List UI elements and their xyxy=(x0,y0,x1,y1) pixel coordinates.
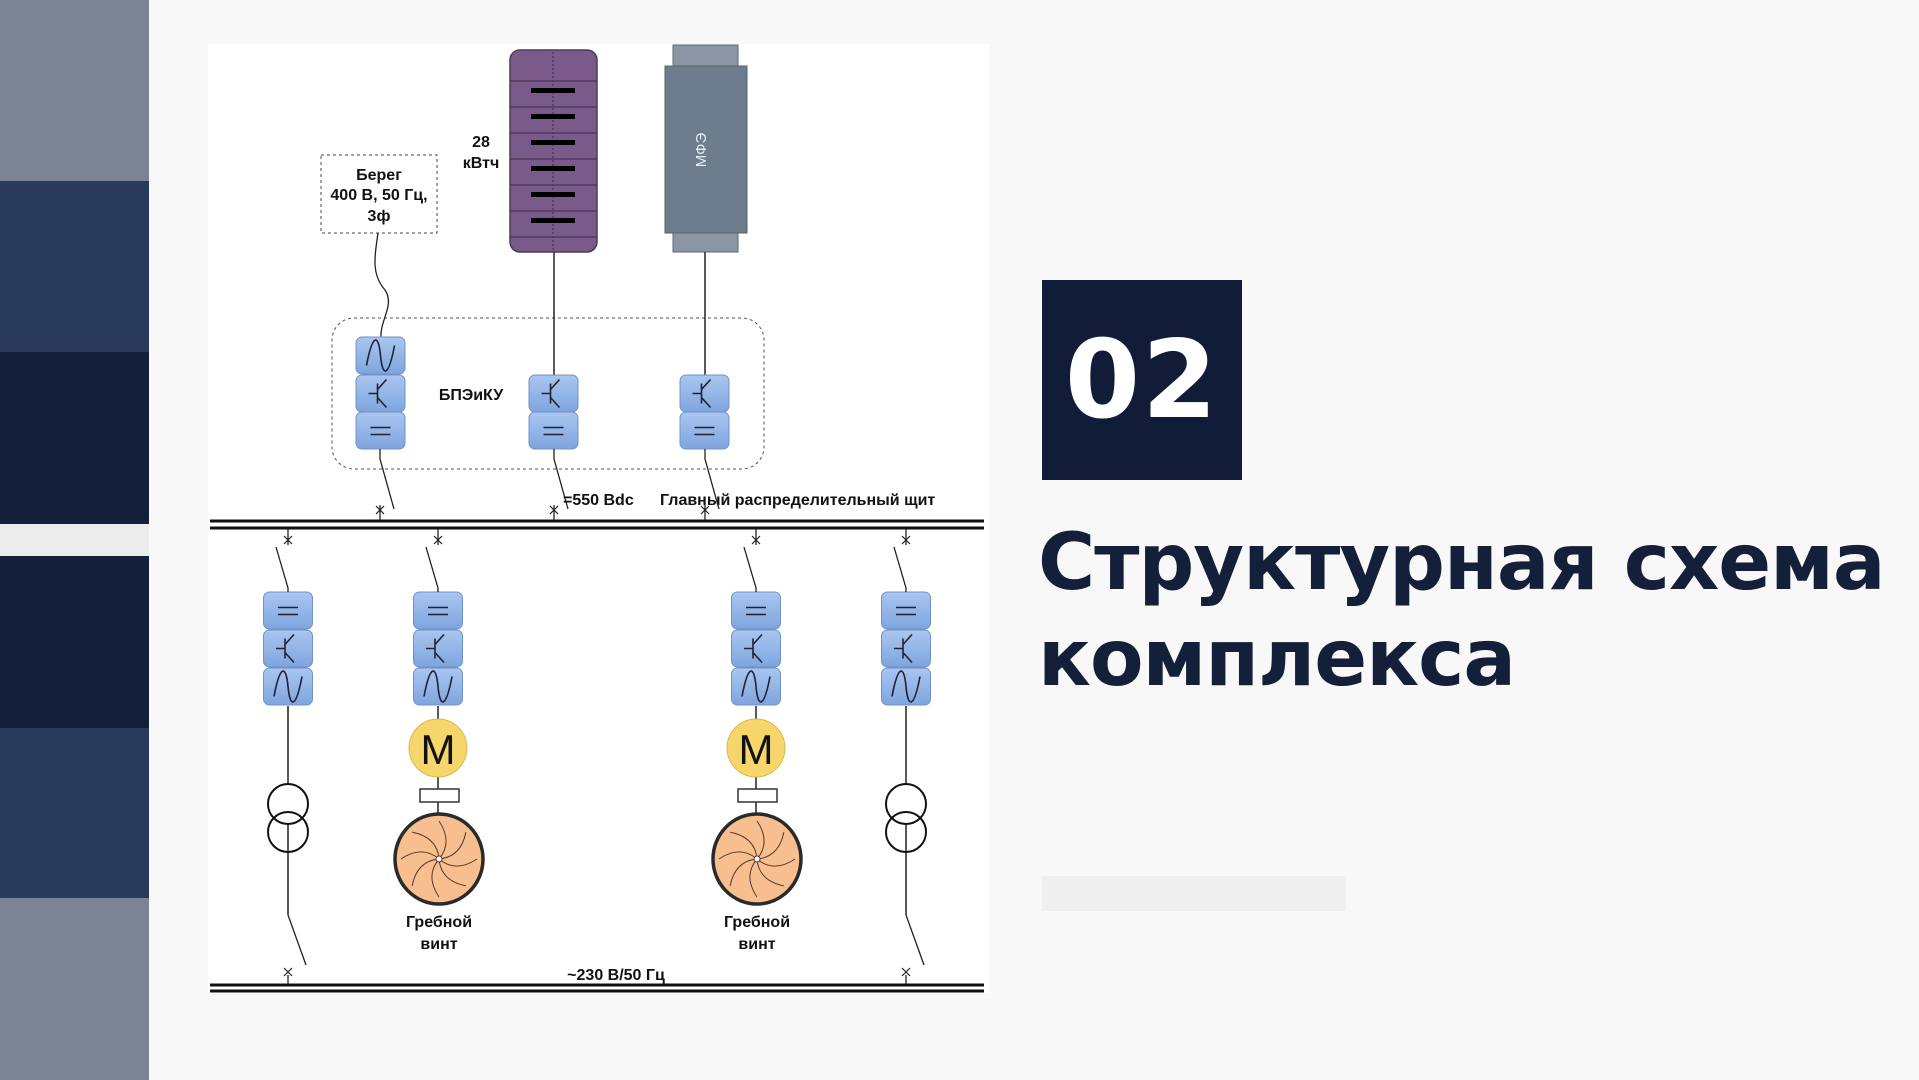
battery-cell-bar xyxy=(531,218,575,223)
sidebar-stripe-6 xyxy=(0,728,149,898)
ac-bus-label: ~230 В/50 Гц xyxy=(567,967,665,984)
motor-icon xyxy=(726,718,786,778)
motor-symbol: M xyxy=(739,726,774,773)
sidebar-stripe-5 xyxy=(0,556,149,728)
transformer-left xyxy=(267,706,309,915)
propeller-label-line-2: винт xyxy=(420,936,457,953)
converter-sine-icon xyxy=(881,667,931,706)
converter-sine-icon xyxy=(731,667,781,706)
converter-group-boundary xyxy=(331,317,765,470)
switch-icon xyxy=(893,528,907,592)
diagram-panel xyxy=(208,44,989,994)
propeller-label-line-1: Гребной xyxy=(724,914,790,931)
converter-eq-icon xyxy=(881,591,931,630)
converter-eq-icon xyxy=(528,411,579,450)
converter-eq-icon xyxy=(679,411,730,450)
converter-eq-icon xyxy=(263,591,313,630)
fuel-cell-label: МФЭ xyxy=(693,133,710,168)
sidebar-stripe-3 xyxy=(0,352,149,524)
converter-eq-icon xyxy=(731,591,781,630)
propeller-label-line-1: Гребной xyxy=(406,914,472,931)
decorative-bar xyxy=(1042,876,1346,911)
switch-icon xyxy=(425,528,439,592)
breaker-icon xyxy=(283,535,293,545)
propulsion-left: M Гребной винт xyxy=(393,706,485,953)
battery-cell-bar xyxy=(531,88,575,93)
battery-pack xyxy=(509,49,598,253)
converter-eq-icon xyxy=(413,591,463,630)
breaker-icon xyxy=(901,967,911,977)
breaker-icon xyxy=(700,505,710,515)
slide-title-line-2: комплекса xyxy=(1038,614,1516,704)
motor-symbol: M xyxy=(421,726,456,773)
converter-group-label: БПЭиКУ xyxy=(439,387,504,404)
main-switchboard-label: Главный распределительный щит xyxy=(660,492,935,509)
converter-sine-icon xyxy=(355,336,406,375)
switch-icon xyxy=(379,449,395,510)
battery-cell-bar xyxy=(531,140,575,145)
propeller-icon xyxy=(711,812,803,906)
slide-title-line-1: Структурная схема xyxy=(1038,518,1886,608)
coupling-icon xyxy=(419,788,460,803)
converter-sine-icon xyxy=(263,667,313,706)
switch-icon xyxy=(704,449,720,510)
breaker-icon xyxy=(751,535,761,545)
fuel-cell-module: МФЭ xyxy=(664,44,748,253)
converter-trans-icon xyxy=(413,629,463,668)
switch-icon xyxy=(287,914,307,985)
ac-bus xyxy=(210,983,984,993)
propeller-icon xyxy=(393,812,485,906)
converter-trans-icon xyxy=(263,629,313,668)
switch-icon xyxy=(743,528,757,592)
slide-title: Структурная схема комплекса xyxy=(1038,515,1886,707)
motor-icon xyxy=(408,718,468,778)
shore-label-line-1: Берег xyxy=(356,167,402,184)
battery-cell-bar xyxy=(531,166,575,171)
shore-power-box xyxy=(320,154,438,234)
slide-number-badge: 02 xyxy=(1042,280,1242,480)
converter-trans-icon xyxy=(881,629,931,668)
switch-icon xyxy=(275,528,289,592)
shore-label-line-3: 3ф xyxy=(368,208,391,225)
propulsion-right: M Гребной винт xyxy=(711,706,803,953)
battery-capacity-unit: кВтч xyxy=(463,155,499,172)
converter-sine-icon xyxy=(413,667,463,706)
dc-bus xyxy=(210,519,984,530)
breaker-icon xyxy=(549,505,559,515)
converter-trans-icon xyxy=(731,629,781,668)
wire-shore xyxy=(374,232,390,338)
coupling-icon xyxy=(737,788,778,803)
breaker-icon xyxy=(901,535,911,545)
switch-icon xyxy=(553,449,569,510)
battery-cell-bar xyxy=(531,192,575,197)
propeller-label-line-2: винт xyxy=(738,936,775,953)
breaker-icon xyxy=(433,535,443,545)
breaker-icon xyxy=(375,505,385,515)
sidebar-stripe-4 xyxy=(0,524,149,556)
battery-capacity-value: 28 xyxy=(472,134,490,151)
converter-trans-icon xyxy=(679,374,730,413)
sidebar-stripe-7 xyxy=(0,898,149,1080)
sidebar-stripe-2 xyxy=(0,181,149,352)
switch-icon xyxy=(905,914,925,985)
shore-label-line-2: 400 В, 50 Гц, xyxy=(330,187,427,204)
dc-bus-voltage-label: =550 Bdc xyxy=(563,492,634,509)
converter-trans-icon xyxy=(355,374,406,413)
converter-trans-icon xyxy=(528,374,579,413)
battery-cell-bar xyxy=(531,114,575,119)
sidebar-stripe-1 xyxy=(0,0,149,181)
transformer-right xyxy=(885,706,927,915)
breaker-icon xyxy=(283,967,293,977)
converter-eq-icon xyxy=(355,411,406,450)
